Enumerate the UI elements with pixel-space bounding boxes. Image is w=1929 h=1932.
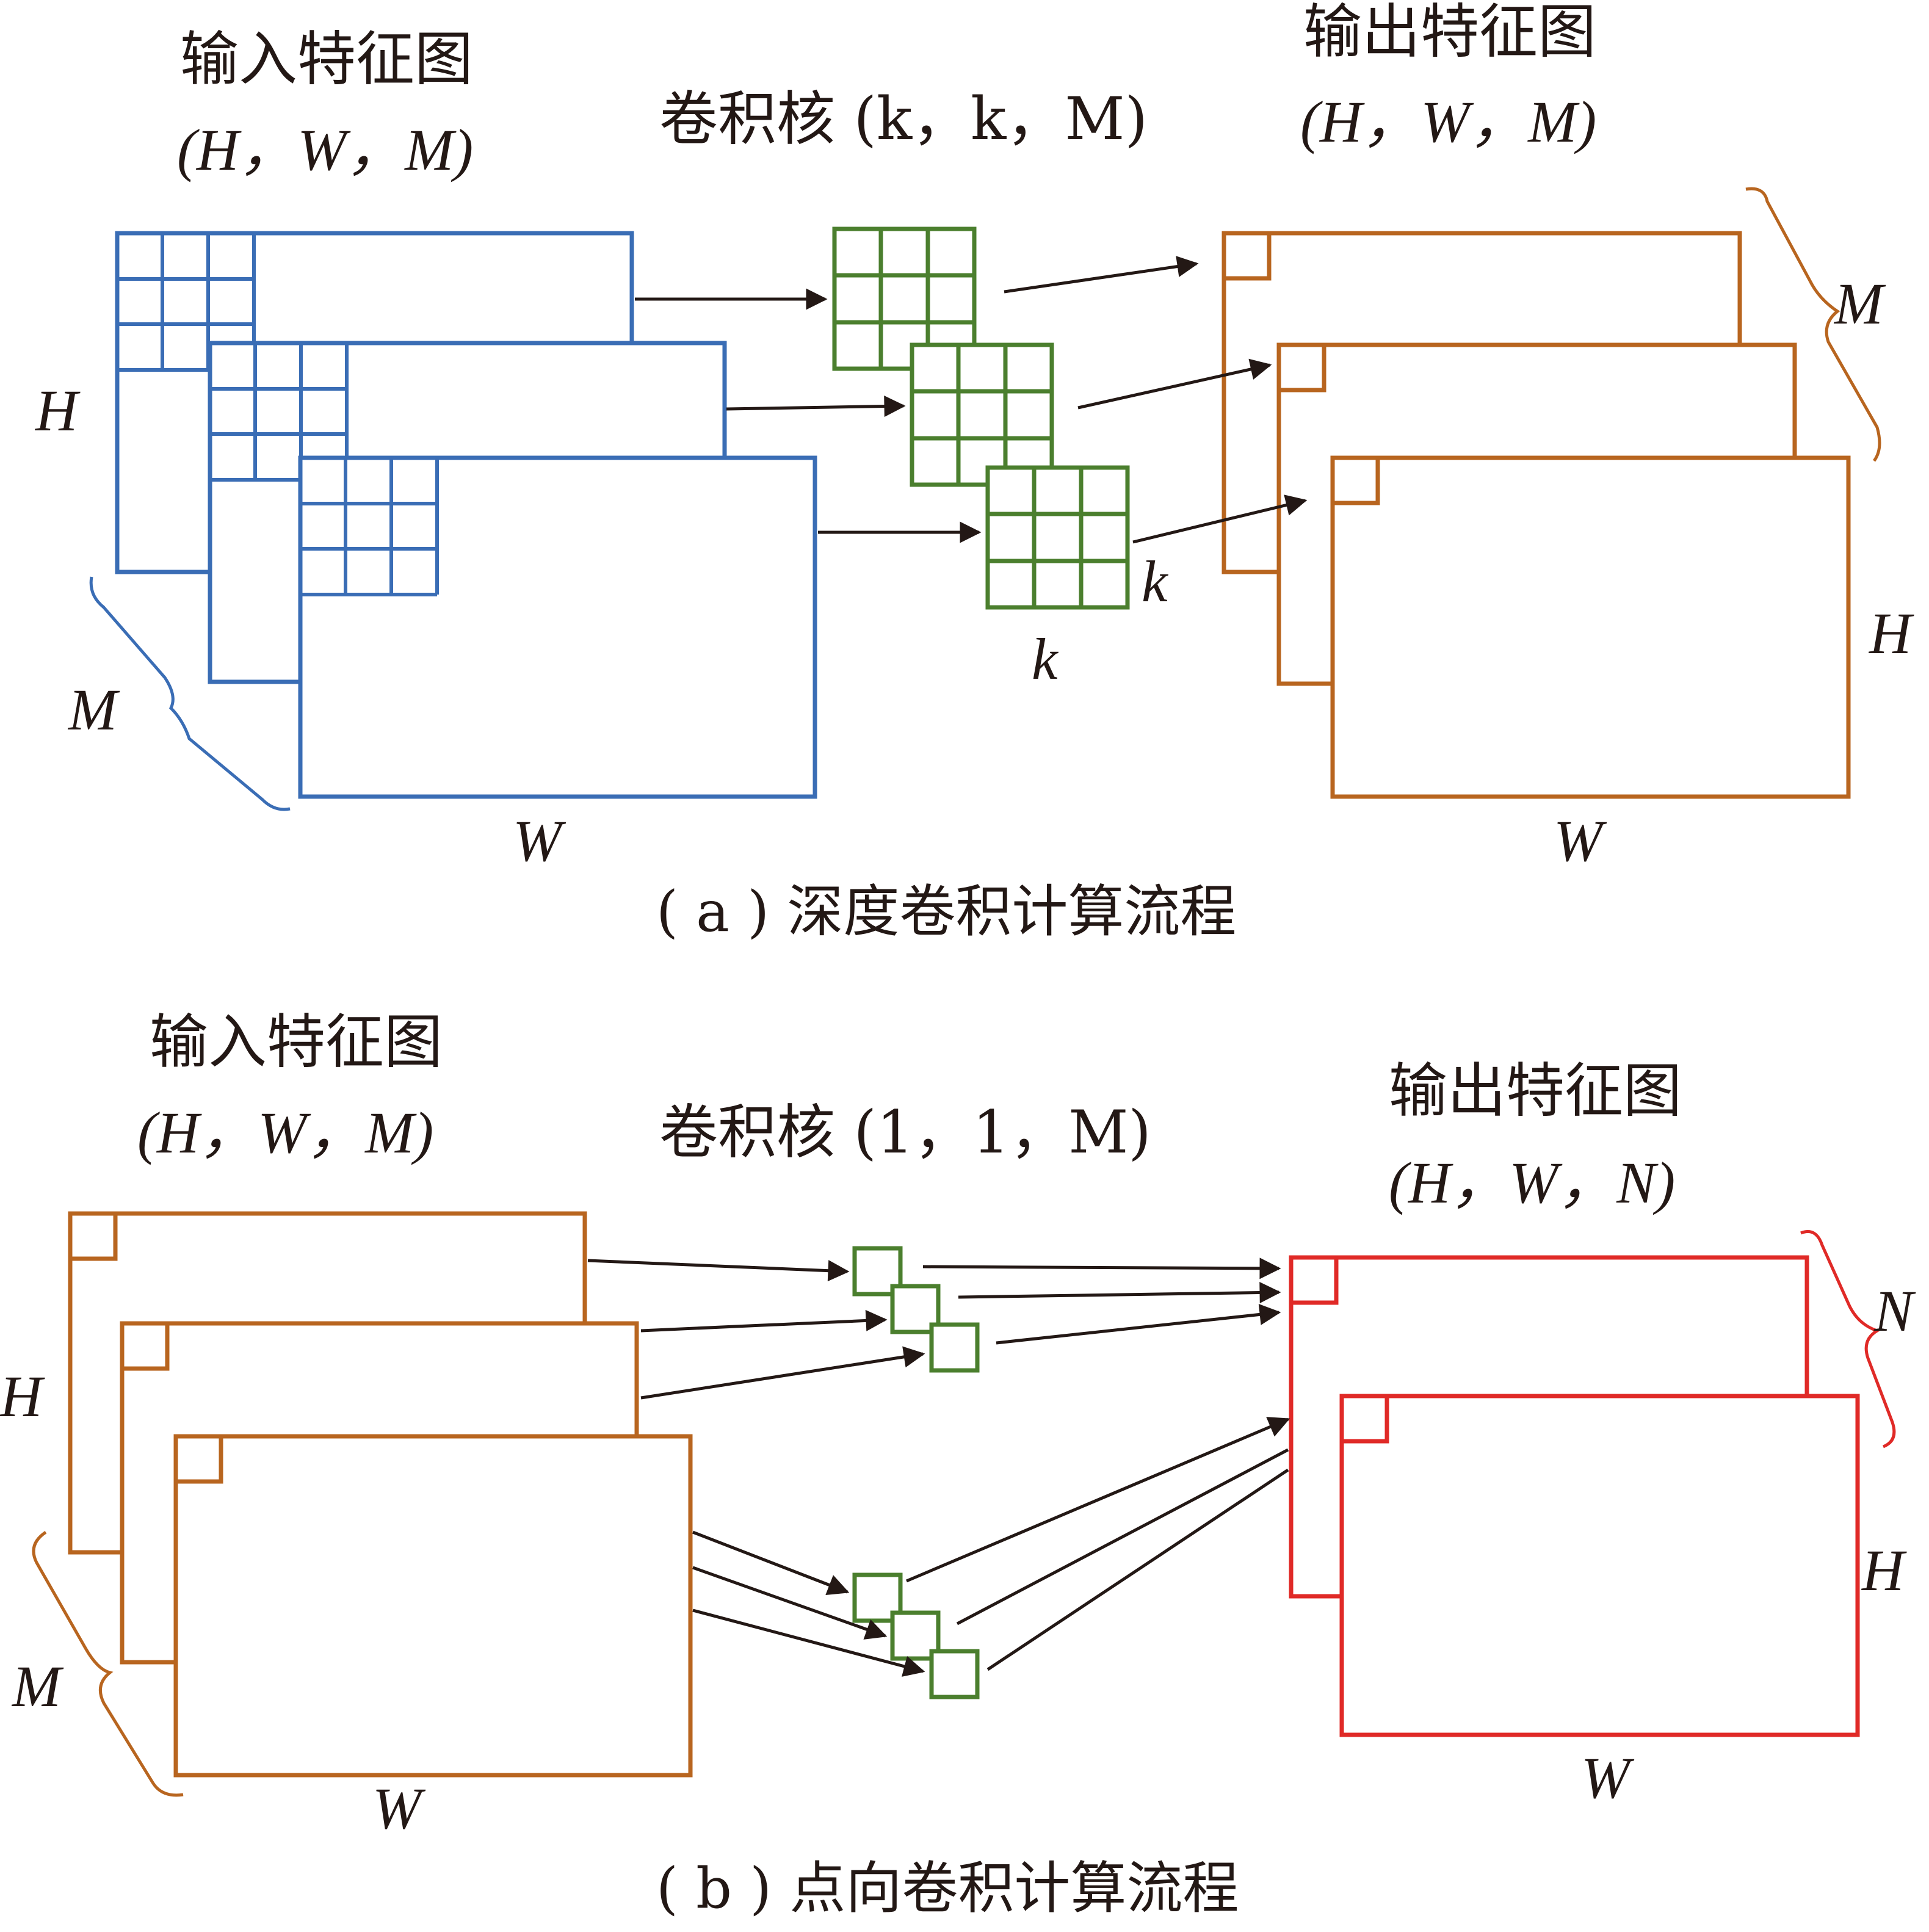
arrow-out-3 [1132, 494, 1308, 544]
pw-input-cell-1 [68, 1211, 118, 1261]
pw-arrow-in-6 [692, 1608, 925, 1677]
pw-input-m-brace [32, 1530, 184, 1797]
input-grid-3 [300, 458, 439, 596]
output-map-3 [1330, 455, 1851, 799]
input-map-3 [298, 455, 817, 799]
depthwise-input-maps [115, 231, 817, 799]
pointwise-label-w-in: W [372, 1776, 426, 1841]
pointwise-label-m-in: M [11, 1654, 64, 1719]
pw-arrow-in-1 [587, 1259, 850, 1282]
pointwise-output-maps [1289, 1255, 1860, 1737]
depthwise-label-m-in: M [67, 677, 120, 742]
pw-arrow-out-2 [958, 1281, 1281, 1303]
depthwise-label-k-side: k [1142, 549, 1169, 614]
depthwise-output-dims: (H，W，M) [1300, 89, 1596, 154]
depthwise-input-title: 输入特征图 [180, 25, 473, 93]
arrow-out-1 [1004, 256, 1199, 294]
depthwise-caption: ( a ) 深度卷积计算流程 [656, 879, 1236, 944]
depthwise-label-h-in: H [34, 378, 81, 443]
depthwise-label-m-out: M [1833, 271, 1886, 336]
pointwise-section: 输入特征图 (H，W，M) 卷积核 (1，1，M) 输出特征图 (H，W，N) … [0, 1008, 1916, 1921]
output-m-brace [1745, 187, 1881, 462]
pw-arrow-in-4 [692, 1530, 850, 1595]
pointwise-input-dims: (H，W，M) [137, 1100, 433, 1165]
pointwise-caption: ( b ) 点向卷积计算流程 [656, 1856, 1239, 1921]
pw-arrow-in-3 [640, 1346, 925, 1400]
arrow-in-2 [726, 396, 906, 418]
pw-output-cell-2 [1339, 1394, 1389, 1444]
pw-output-n-brace [1800, 1230, 1896, 1449]
depthwise-output-maps [1221, 231, 1851, 799]
pointwise-kernel-label: 卷积核 (1，1，M) [659, 1098, 1151, 1167]
pointwise-arrows [587, 1257, 1290, 1677]
depthwise-label-k-bottom: k [1032, 626, 1059, 692]
depthwise-label-w-out: W [1554, 808, 1607, 874]
depthwise-label-h-out: H [1868, 601, 1914, 666]
pw-kernel-bot-3 [929, 1649, 980, 1699]
pointwise-input-maps [68, 1211, 693, 1778]
output-cell-2 [1276, 342, 1326, 393]
depthwise-output-title: 输出特征图 [1303, 0, 1596, 66]
pw-arrow-in-5 [692, 1566, 888, 1640]
kernel-2 [910, 342, 1054, 487]
pw-arrow-out-4 [906, 1417, 1290, 1583]
input-m-brace [89, 576, 291, 811]
pointwise-label-n-out: N [1873, 1278, 1916, 1344]
kernel-3 [985, 465, 1130, 610]
pw-arrow-out-5 [956, 1448, 1289, 1626]
pw-arrow-in-2 [640, 1309, 888, 1333]
pw-input-cell-3 [173, 1434, 223, 1484]
depthwise-kernel-label: 卷积核 (k，k，M) [659, 85, 1148, 153]
pw-output-cell-1 [1289, 1255, 1339, 1305]
pw-arrow-out-6 [986, 1468, 1289, 1671]
pw-kernel-top-3 [929, 1322, 980, 1373]
depthwise-section: 输入特征图 (H，W，M) 卷积核 (k，k，M) 输出特征图 (H，W，M) … [34, 0, 1914, 944]
depthwise-label-w-in: W [513, 808, 566, 874]
pointwise-output-dims: (H，W，N) [1389, 1150, 1675, 1215]
depthwise-kernels [832, 226, 1130, 610]
pointwise-label-h-in: H [0, 1364, 45, 1429]
pw-output-map-2 [1339, 1394, 1860, 1737]
depthwise-input-dims: (H，W，M) [177, 117, 473, 183]
pointwise-output-title: 输出特征图 [1389, 1057, 1682, 1125]
depthwise-arrows [635, 256, 1308, 544]
output-cell-1 [1221, 231, 1272, 281]
pw-input-cell-2 [120, 1321, 170, 1371]
pw-arrow-out-1 [922, 1257, 1281, 1279]
arrow-out-2 [1077, 358, 1272, 410]
output-cell-3 [1330, 455, 1380, 505]
pw-arrow-out-3 [996, 1303, 1281, 1345]
pointwise-label-h-out: H [1861, 1538, 1907, 1603]
pw-input-map-3 [173, 1434, 693, 1778]
pointwise-label-w-out: W [1581, 1745, 1635, 1811]
pointwise-input-title: 输入特征图 [150, 1008, 443, 1076]
pointwise-kernels [852, 1246, 980, 1699]
